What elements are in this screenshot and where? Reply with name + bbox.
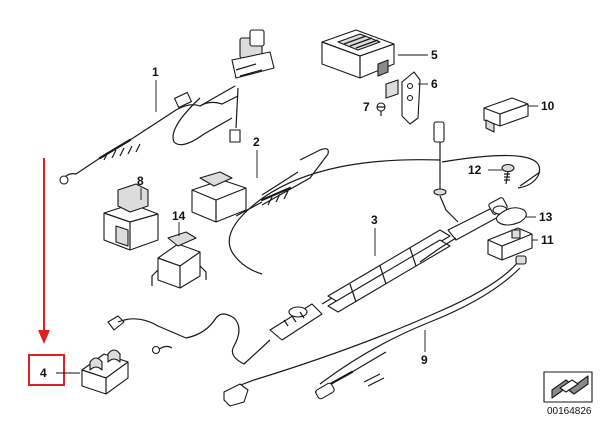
callout-5: 5 [431,48,438,62]
callout-1: 1 [152,65,159,79]
callout-11: 11 [541,233,554,247]
part-5-housing [321,29,395,79]
part-6-plate [385,71,421,125]
leader-lines [56,54,538,374]
callout-13: 13 [539,210,553,224]
part-3-cable-assembly [228,121,541,313]
part-2-bracket [191,171,247,223]
callout-10: 10 [541,99,555,113]
part-4-clamp [81,349,129,395]
callout-4: 4 [40,366,47,380]
callout-6: 6 [431,77,438,91]
callout-14: 14 [172,209,186,223]
callout-9: 9 [421,353,428,367]
part-2-loop-cable [235,148,329,217]
callout-8: 8 [137,174,144,188]
callout-7: 7 [363,100,370,114]
callout-12: 12 [468,163,482,177]
part-13-loop [495,207,527,226]
part-10-connector [483,97,529,133]
reference-box [543,371,593,403]
highlight-box [28,354,65,386]
part-12-bolt [501,163,515,185]
diagram-number: 00164826 [547,406,592,417]
callout-2: 2 [253,135,260,149]
part-9-cable [223,255,527,407]
boot-cable [107,297,333,365]
callout-3: 3 [371,213,378,227]
part-14-housing [151,231,207,289]
part-11-clip [487,227,533,261]
part-8-clip [103,183,159,251]
part-7-screw [376,102,386,116]
part-1-cable [59,29,275,185]
highlight-arrow [38,158,50,344]
